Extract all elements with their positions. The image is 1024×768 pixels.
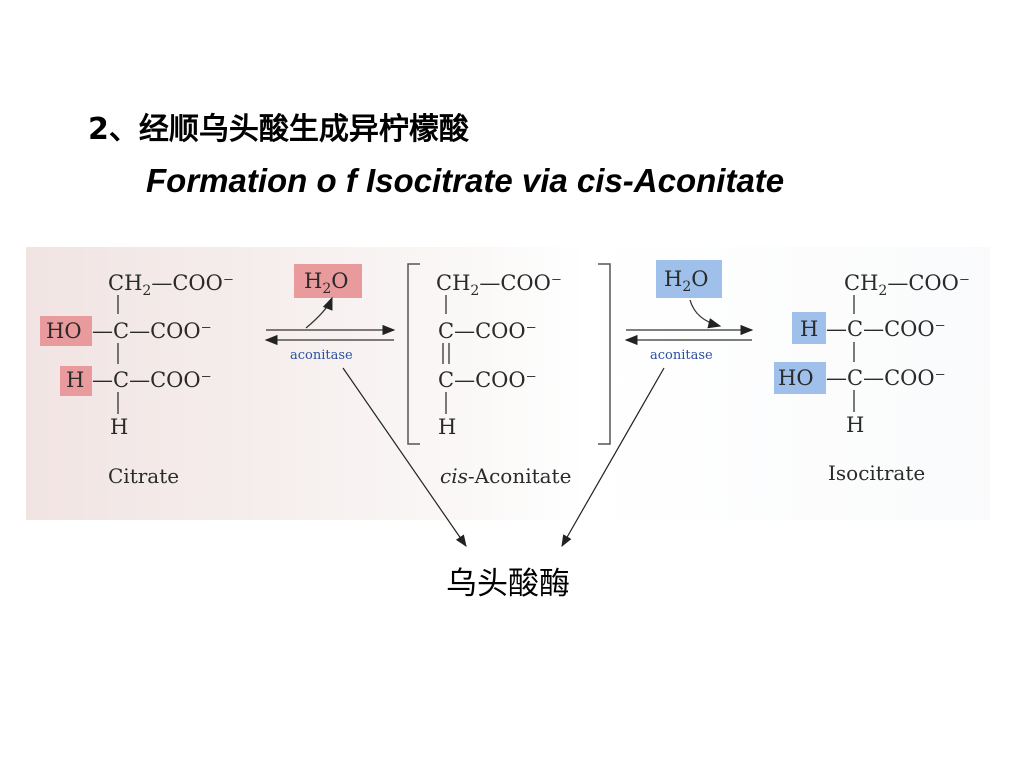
- pointer-line-right: [561, 367, 665, 548]
- isocitrate-ho-highlight: [774, 362, 826, 394]
- aconitate-row-c2: C—COO⁻: [438, 368, 537, 392]
- citrate-row-h-group: H: [66, 368, 84, 392]
- isocitrate-row-bottom-h: H: [846, 413, 864, 437]
- aconitate-label: cis-Aconitate: [440, 464, 571, 488]
- pointer-line-left: [342, 367, 467, 547]
- bracket-right: [598, 263, 611, 445]
- water-left-release-arrow: [305, 296, 333, 329]
- aconitate-row-bottom-h: H: [438, 415, 456, 439]
- bracket-left: [407, 263, 420, 445]
- isocitrate-row-ch2: CH2—COO⁻: [844, 271, 970, 299]
- citrate-row-bottom-h: H: [110, 415, 128, 439]
- citrate-ho-highlight: [40, 316, 92, 346]
- citrate-row-ch2: CH2—COO⁻: [108, 271, 234, 299]
- water-left-highlight: [294, 264, 362, 298]
- slide-subheading: Formation o f Isocitrate via cis-Aconita…: [146, 162, 785, 199]
- citrate-row-ho-group: HO: [46, 319, 82, 343]
- isocitrate-row-ho: —C—COO⁻: [826, 366, 946, 390]
- isocitrate-h-highlight: [792, 312, 826, 344]
- isocitrate-row-h-group: H: [800, 317, 818, 341]
- water-right-highlight: [656, 260, 722, 298]
- enzyme-right-label: aconitase: [650, 348, 713, 363]
- isocitrate-label: Isocitrate: [828, 461, 925, 485]
- aconitate-row-ch2: CH2—COO⁻: [436, 271, 562, 299]
- isocitrate-row-h: —C—COO⁻: [826, 317, 946, 341]
- enzyme-left-label: aconitase: [290, 348, 353, 363]
- left-equilibrium: H2O aconitase: [264, 264, 396, 363]
- citrate-structure: CH2—COO⁻ HO —C—COO⁻ H —C—COO⁻ H Citrate: [40, 271, 234, 488]
- citrate-h-highlight: [60, 366, 92, 396]
- water-right-uptake-arrow: [689, 299, 722, 329]
- aconitate-row-c1: C—COO⁻: [438, 319, 537, 343]
- water-right-label: H2O: [664, 267, 708, 295]
- right-equilibrium: H2O aconitase: [624, 260, 754, 363]
- slide-heading: 2、经顺乌头酸生成异柠檬酸: [88, 112, 469, 147]
- isocitrate-structure: CH2—COO⁻ H —C—COO⁻ HO —C—COO⁻ H Isocitra…: [774, 271, 970, 485]
- cis-aconitate-structure: CH2—COO⁻ C—COO⁻ C—COO⁻ H cis-Aconitate: [407, 263, 611, 488]
- citrate-label: Citrate: [108, 464, 179, 488]
- isocitrate-row-ho-group: HO: [778, 366, 814, 390]
- enzyme-name-label: 乌头酸酶: [446, 566, 570, 602]
- citrate-row-h: —C—COO⁻: [92, 368, 212, 392]
- water-left-label: H2O: [304, 269, 348, 297]
- reaction-panel: [26, 247, 990, 520]
- citrate-row-ho: —C—COO⁻: [92, 319, 212, 343]
